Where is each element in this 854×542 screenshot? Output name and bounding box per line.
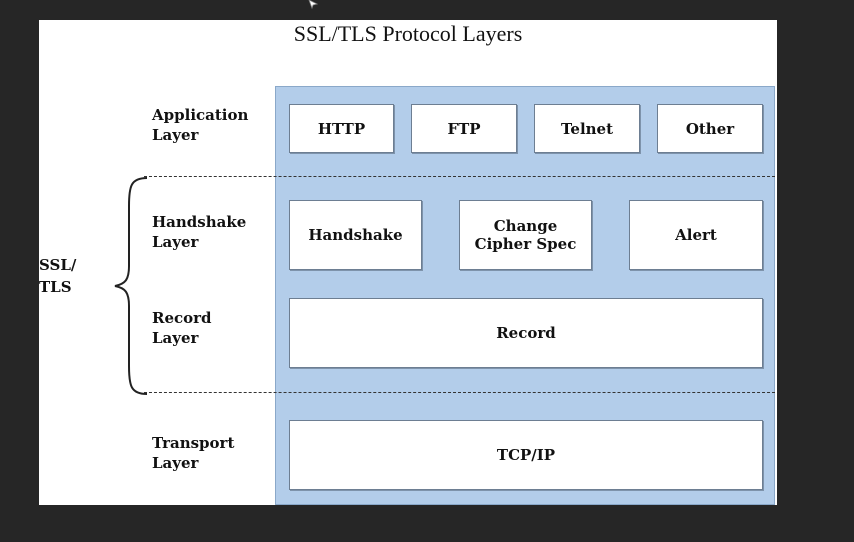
ssl-tls-brace-icon xyxy=(114,177,148,395)
telnet-box: Telnet xyxy=(534,104,640,153)
http-box: HTTP xyxy=(289,104,394,153)
handshake-layer-label: Handshake Layer xyxy=(152,213,247,251)
diagram-slide: SSL/TLS Protocol Layers Application Laye… xyxy=(39,20,777,505)
other-box: Other xyxy=(657,104,763,153)
tcpip-box: TCP/IP xyxy=(289,420,763,490)
handshake-box: Handshake xyxy=(289,200,422,270)
diagram-title: SSL/TLS Protocol Layers xyxy=(293,21,523,46)
ssl-tls-label: SSL/ TLS xyxy=(39,256,77,296)
transport-layer-label: Transport Layer xyxy=(152,434,235,472)
mouse-cursor-icon xyxy=(308,0,319,10)
ssl-tls-bottom-boundary xyxy=(144,392,775,393)
application-layer-label: Application Layer xyxy=(152,106,249,144)
ftp-box: FTP xyxy=(411,104,517,153)
ssl-tls-top-boundary xyxy=(144,176,775,177)
record-layer-label: Record Layer xyxy=(152,309,212,347)
change-cipher-spec-box: Change Cipher Spec xyxy=(459,200,592,270)
record-box: Record xyxy=(289,298,763,368)
alert-box: Alert xyxy=(629,200,763,270)
